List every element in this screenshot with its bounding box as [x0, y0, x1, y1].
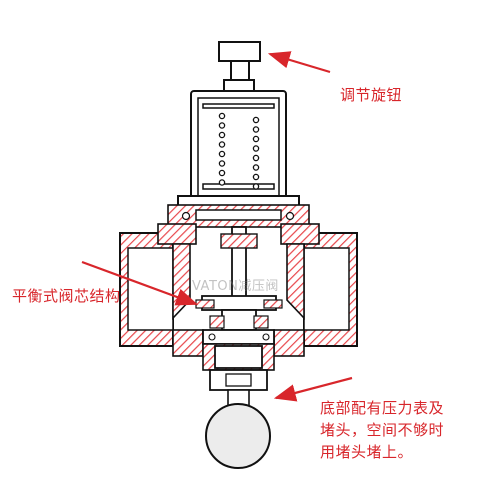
bonnet-base [167, 195, 310, 228]
pressure-gauge [205, 403, 271, 469]
label-adjusting-knob: 调节旋钮 [340, 86, 403, 104]
watermark: VATON减压阀 [192, 279, 279, 294]
label-balanced-valve-core: 平衡式阀芯结构 [12, 287, 121, 305]
spring-coil [218, 112, 226, 120]
spring-coil [218, 122, 226, 129]
spring-coil [218, 160, 226, 167]
spring-coil [218, 150, 226, 158]
annotation-arrows [81, 51, 353, 402]
spring-coil [252, 164, 260, 171]
spring-coil [218, 169, 226, 177]
label-bottom-gauge-note: 底部配有压力表及 堵头，空间不够时 用堵头堵上。 [320, 399, 445, 461]
bottom-plug-housing [202, 329, 275, 407]
spring-coil [218, 179, 226, 186]
spring-coil [252, 116, 260, 124]
spring-coil [252, 154, 260, 162]
spring-coil [218, 131, 226, 139]
spring-coil [218, 141, 226, 148]
spring-bonnet [190, 90, 287, 203]
spring [218, 112, 260, 190]
spring-coil [252, 183, 260, 190]
valve-core-arrow [81, 260, 199, 306]
knob-arrow [267, 51, 331, 74]
bottom-plug-arrow [273, 376, 353, 402]
balanced-valve-core [195, 226, 283, 331]
spring-coil [252, 135, 260, 143]
spring-coil [252, 145, 260, 152]
spring-coil [252, 173, 260, 181]
spring-coil [252, 126, 260, 133]
valve-body [119, 223, 358, 357]
